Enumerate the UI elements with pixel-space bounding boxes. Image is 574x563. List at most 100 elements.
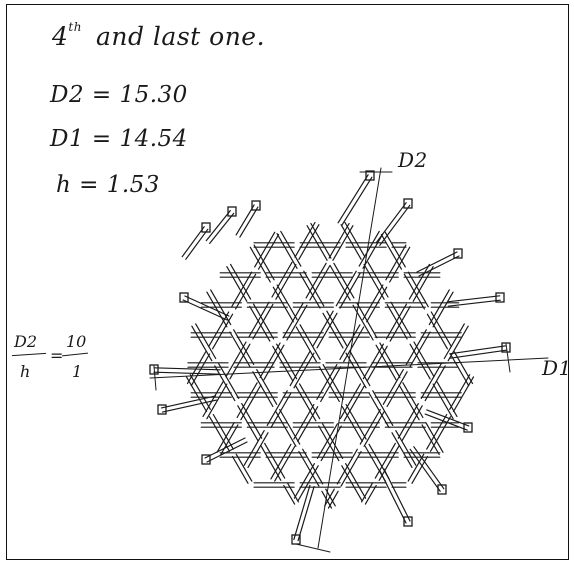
d1-tick <box>505 343 511 373</box>
lattice-strut <box>322 312 344 349</box>
lattice-strut <box>318 366 340 403</box>
lattice-strut <box>411 455 429 484</box>
lattice-strut <box>318 425 340 462</box>
lattice-strut <box>229 343 251 380</box>
lattice-strut <box>447 299 501 307</box>
lattice-strut <box>212 313 234 350</box>
strut-end-cap <box>149 364 159 375</box>
lattice-strut <box>367 261 389 298</box>
lattice-strut <box>283 484 296 505</box>
lattice-strut <box>341 465 363 501</box>
lattice-strut <box>297 465 319 501</box>
lattice-strut <box>274 445 296 482</box>
lattice-strut <box>402 382 424 419</box>
lattice-strut <box>447 295 501 303</box>
lattice-strut <box>408 263 430 300</box>
lattice-strut <box>332 225 354 261</box>
lattice-strut <box>206 291 228 328</box>
lattice-strut <box>286 304 308 341</box>
lattice-strut <box>293 463 315 499</box>
lattice-strut <box>185 376 208 413</box>
lattice-strut <box>287 482 299 503</box>
dimension-line-d2 <box>317 167 382 549</box>
param-d2: D2 = 15.30 <box>50 82 188 108</box>
lattice-strut <box>239 206 259 238</box>
lattice-strut <box>398 384 420 421</box>
lattice-strut <box>260 445 282 481</box>
lattice-strut <box>363 411 385 447</box>
lattice-strut <box>216 422 235 453</box>
lattice-strut <box>335 270 357 307</box>
lattice-strut <box>421 424 440 456</box>
lattice-strut <box>383 468 411 522</box>
lattice-strut <box>258 233 280 270</box>
lattice-strut <box>449 345 507 355</box>
lattice-strut <box>160 395 217 409</box>
lattice-strut <box>297 486 315 542</box>
lattice-strut <box>220 424 239 456</box>
lattice-strut <box>249 305 271 342</box>
lattice-strut <box>340 450 362 487</box>
title-text: and last one. <box>95 22 266 51</box>
title-suffix: th <box>68 20 82 34</box>
lattice-strut <box>214 365 236 402</box>
lattice-strut <box>418 255 460 277</box>
strut-end-cap <box>179 292 189 303</box>
lattice-strut <box>293 403 315 440</box>
lattice-strut <box>309 264 331 301</box>
ratio-denominator: h <box>20 362 31 381</box>
lattice-strut <box>349 350 371 387</box>
strut-end-cap <box>403 198 413 209</box>
lattice-strut <box>343 385 365 422</box>
lattice-strut <box>324 488 335 507</box>
lattice-strut <box>452 376 475 413</box>
ratio-rhs-numerator: 10 <box>66 332 87 351</box>
lattice-strut <box>190 353 211 387</box>
lattice-strut <box>345 463 367 499</box>
lattice-strut <box>229 331 251 368</box>
lattice-strut <box>275 411 297 447</box>
lattice-strut <box>341 176 373 226</box>
lattice-strut <box>235 453 253 482</box>
lattice-strut <box>407 271 429 308</box>
lattice-strut <box>235 204 255 236</box>
lattice-strut <box>266 390 288 426</box>
lattice-strut <box>378 445 400 481</box>
lattice-strut <box>333 262 355 299</box>
lattice-strut <box>236 382 258 419</box>
lattice-strut <box>253 244 275 281</box>
lattice-strut <box>364 484 377 505</box>
lattice-strut <box>339 383 361 420</box>
lattice-strut <box>363 263 385 300</box>
lattice-strut <box>443 323 465 360</box>
lattice-strut <box>202 381 224 418</box>
lattice-strut <box>210 289 232 326</box>
lattice-strut <box>270 443 292 480</box>
lattice-strut <box>362 233 384 269</box>
lattice-strut <box>389 305 411 342</box>
lattice-strut <box>270 392 292 429</box>
lattice-strut <box>316 423 338 459</box>
lattice-strut <box>380 233 402 270</box>
lattice-strut <box>316 312 338 349</box>
lattice-strut <box>276 343 298 380</box>
ratio-equals: = <box>50 346 64 365</box>
lattice-strut <box>205 210 231 242</box>
lattice-strut <box>409 343 431 380</box>
lattice-strut <box>186 351 207 385</box>
lattice-strut <box>428 289 450 326</box>
lattice-strut <box>264 442 286 479</box>
lattice-strut <box>299 383 321 420</box>
dimension-label-d1: D1 <box>542 356 572 380</box>
lattice-strut <box>362 284 384 321</box>
lattice-strut <box>432 291 454 328</box>
lattice-lines <box>149 167 549 553</box>
lattice-strut <box>430 311 452 348</box>
lattice-strut <box>339 272 361 309</box>
lattice-strut <box>372 390 394 426</box>
lattice-strut <box>424 365 446 402</box>
lattice-strut <box>366 286 388 323</box>
lattice-strut <box>305 262 327 299</box>
